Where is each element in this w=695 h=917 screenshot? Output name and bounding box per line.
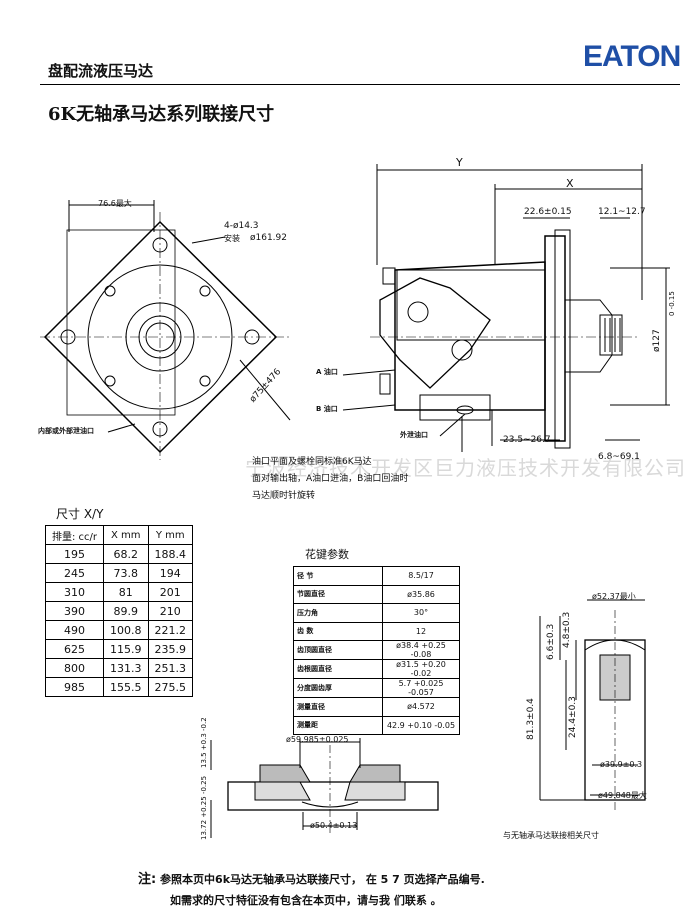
side-dim-c: ø127: [652, 329, 662, 352]
size-table-caption: 尺寸 X/Y: [56, 507, 104, 521]
br-dim-a: ø52.37最小: [592, 592, 636, 601]
front-dim-pcd: ø161.92: [250, 233, 287, 243]
bl-dim-c: 13.5 +0.3 -0.2: [200, 717, 208, 768]
side-view-motor: [342, 164, 670, 452]
page-title: 6K无轴承马达系列联接尺寸: [48, 104, 275, 125]
br-dim-d: 24.4±0.3: [568, 696, 578, 738]
br-dim-f: ø39.9±0.3: [600, 760, 643, 769]
side-dim-y: Y: [456, 156, 463, 169]
front-dim-pcd-label: 安装: [224, 234, 240, 243]
br-dim-c: 4.8±0.3: [562, 611, 572, 648]
table-header-row: 排量: cc/r X mm Y mm: [44, 525, 194, 545]
br-caption: 与无轴承马达联接相关尺寸: [503, 831, 599, 840]
eaton-logo: EATON: [583, 40, 681, 73]
side-dim-x: X: [566, 177, 574, 190]
br-dim-e: 81.3±0.4: [526, 698, 536, 740]
bl-dim-b: ø50.4±0.13: [310, 821, 358, 830]
header-y: Y mm: [147, 525, 194, 545]
br-dim-g: ø49.848最大: [598, 791, 647, 800]
bl-dim-d: 13.72 +0.25 -0.25: [200, 775, 208, 840]
note-line: 面对输出轴，A油口进油，B油口回油时: [252, 474, 409, 484]
side-dim-a: 22.6±0.15: [524, 207, 572, 217]
side-dim-e: 6.8~69.1: [598, 452, 640, 462]
front-dim-holes: 4-ø14.3: [224, 221, 259, 231]
side-dim-c-tol: 0 -0.15: [668, 291, 676, 316]
front-view-flange: [40, 200, 291, 460]
header-divider: [40, 84, 680, 85]
br-dim-b: 6.6±0.3: [546, 623, 556, 660]
front-dim-width: 76.6最大: [98, 199, 132, 208]
note-head: 注:: [138, 872, 157, 887]
label-port-b: B 油口: [316, 405, 338, 413]
label-internal-external-drain: 内部或外部泄油口: [38, 427, 94, 435]
note-line: 油口平面及螺栓同标准6K马达: [252, 457, 372, 467]
footer-line-2: 如需求的尺寸特征没有包含在本页中，请与我 们联系 。: [170, 894, 442, 907]
header-displacement: 排量: cc/r: [44, 525, 105, 545]
footer-line-1: 参照本页中6k马达无轴承马达联接尺寸， 在 5 7 页选择产品编号.: [160, 873, 485, 886]
side-dim-b: 12.1~12.7: [598, 207, 646, 217]
spline-table-caption: 花键参数: [305, 548, 349, 561]
label-port-a: A 油口: [316, 368, 338, 376]
bottom-right-section: [539, 599, 646, 810]
note-line: 马达顺时针旋转: [252, 491, 316, 501]
label-external-drain: 外泄油口: [400, 431, 428, 439]
rotation-notes: 油口平面及螺栓同标准6K马达 面对输出轴，A油口进油，B油口回油时 马达顺时针旋…: [252, 454, 408, 505]
header-title: 盘配流液压马达: [48, 62, 154, 80]
watermark: 宁波经济技术开发区巨力液压技术开发有限公司: [245, 456, 686, 480]
side-dim-d: 23.5~26.7: [503, 435, 551, 445]
bottom-left-section: [210, 738, 439, 838]
header-x: X mm: [103, 525, 149, 545]
footer-note-1: 注: 参照本页中6k马达无轴承马达联接尺寸， 在 5 7 页选择产品编号.: [138, 868, 485, 887]
bl-dim-a: ø59.985±0.025: [286, 735, 349, 744]
